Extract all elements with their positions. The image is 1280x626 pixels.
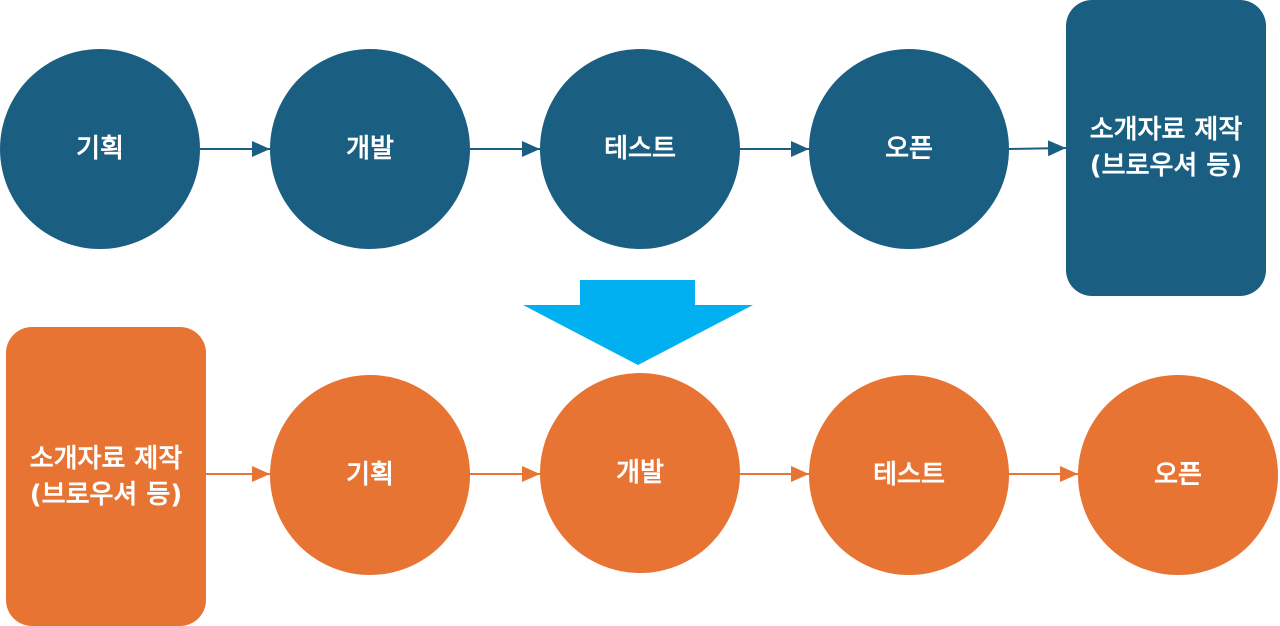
before-step-test-label: 테스트 <box>604 134 676 164</box>
after-step-dev-label: 개발 <box>616 458 664 488</box>
before-step-plan-label: 기획 <box>76 134 124 164</box>
after-step-dev: 개발 <box>540 373 740 573</box>
after-step-brochure: 소개자료 제작 (브로우셔 등) <box>6 327 206 626</box>
before-step-plan: 기획 <box>0 49 200 249</box>
after-step-plan: 기획 <box>270 375 470 575</box>
after-step-test-label: 테스트 <box>873 460 945 490</box>
after-step-brochure-label: 소개자료 제작 (브로우셔 등) <box>29 443 183 510</box>
before-step-open: 오픈 <box>809 49 1009 249</box>
before-step-open-label: 오픈 <box>885 134 933 164</box>
after-step-open: 오픈 <box>1078 375 1278 575</box>
after-step-open-label: 오픈 <box>1154 460 1202 490</box>
before-step-dev-label: 개발 <box>346 134 394 164</box>
transition-down-arrow <box>523 280 753 365</box>
before-step-brochure-label: 소개자료 제작 (브로우셔 등) <box>1089 115 1243 181</box>
after-step-plan-label: 기획 <box>346 460 394 490</box>
after-step-test: 테스트 <box>809 375 1009 575</box>
before-step-brochure: 소개자료 제작 (브로우셔 등) <box>1066 0 1266 296</box>
before-arrow-4 <box>1007 140 1067 157</box>
before-step-test: 테스트 <box>540 49 740 249</box>
before-step-dev: 개발 <box>270 49 470 249</box>
